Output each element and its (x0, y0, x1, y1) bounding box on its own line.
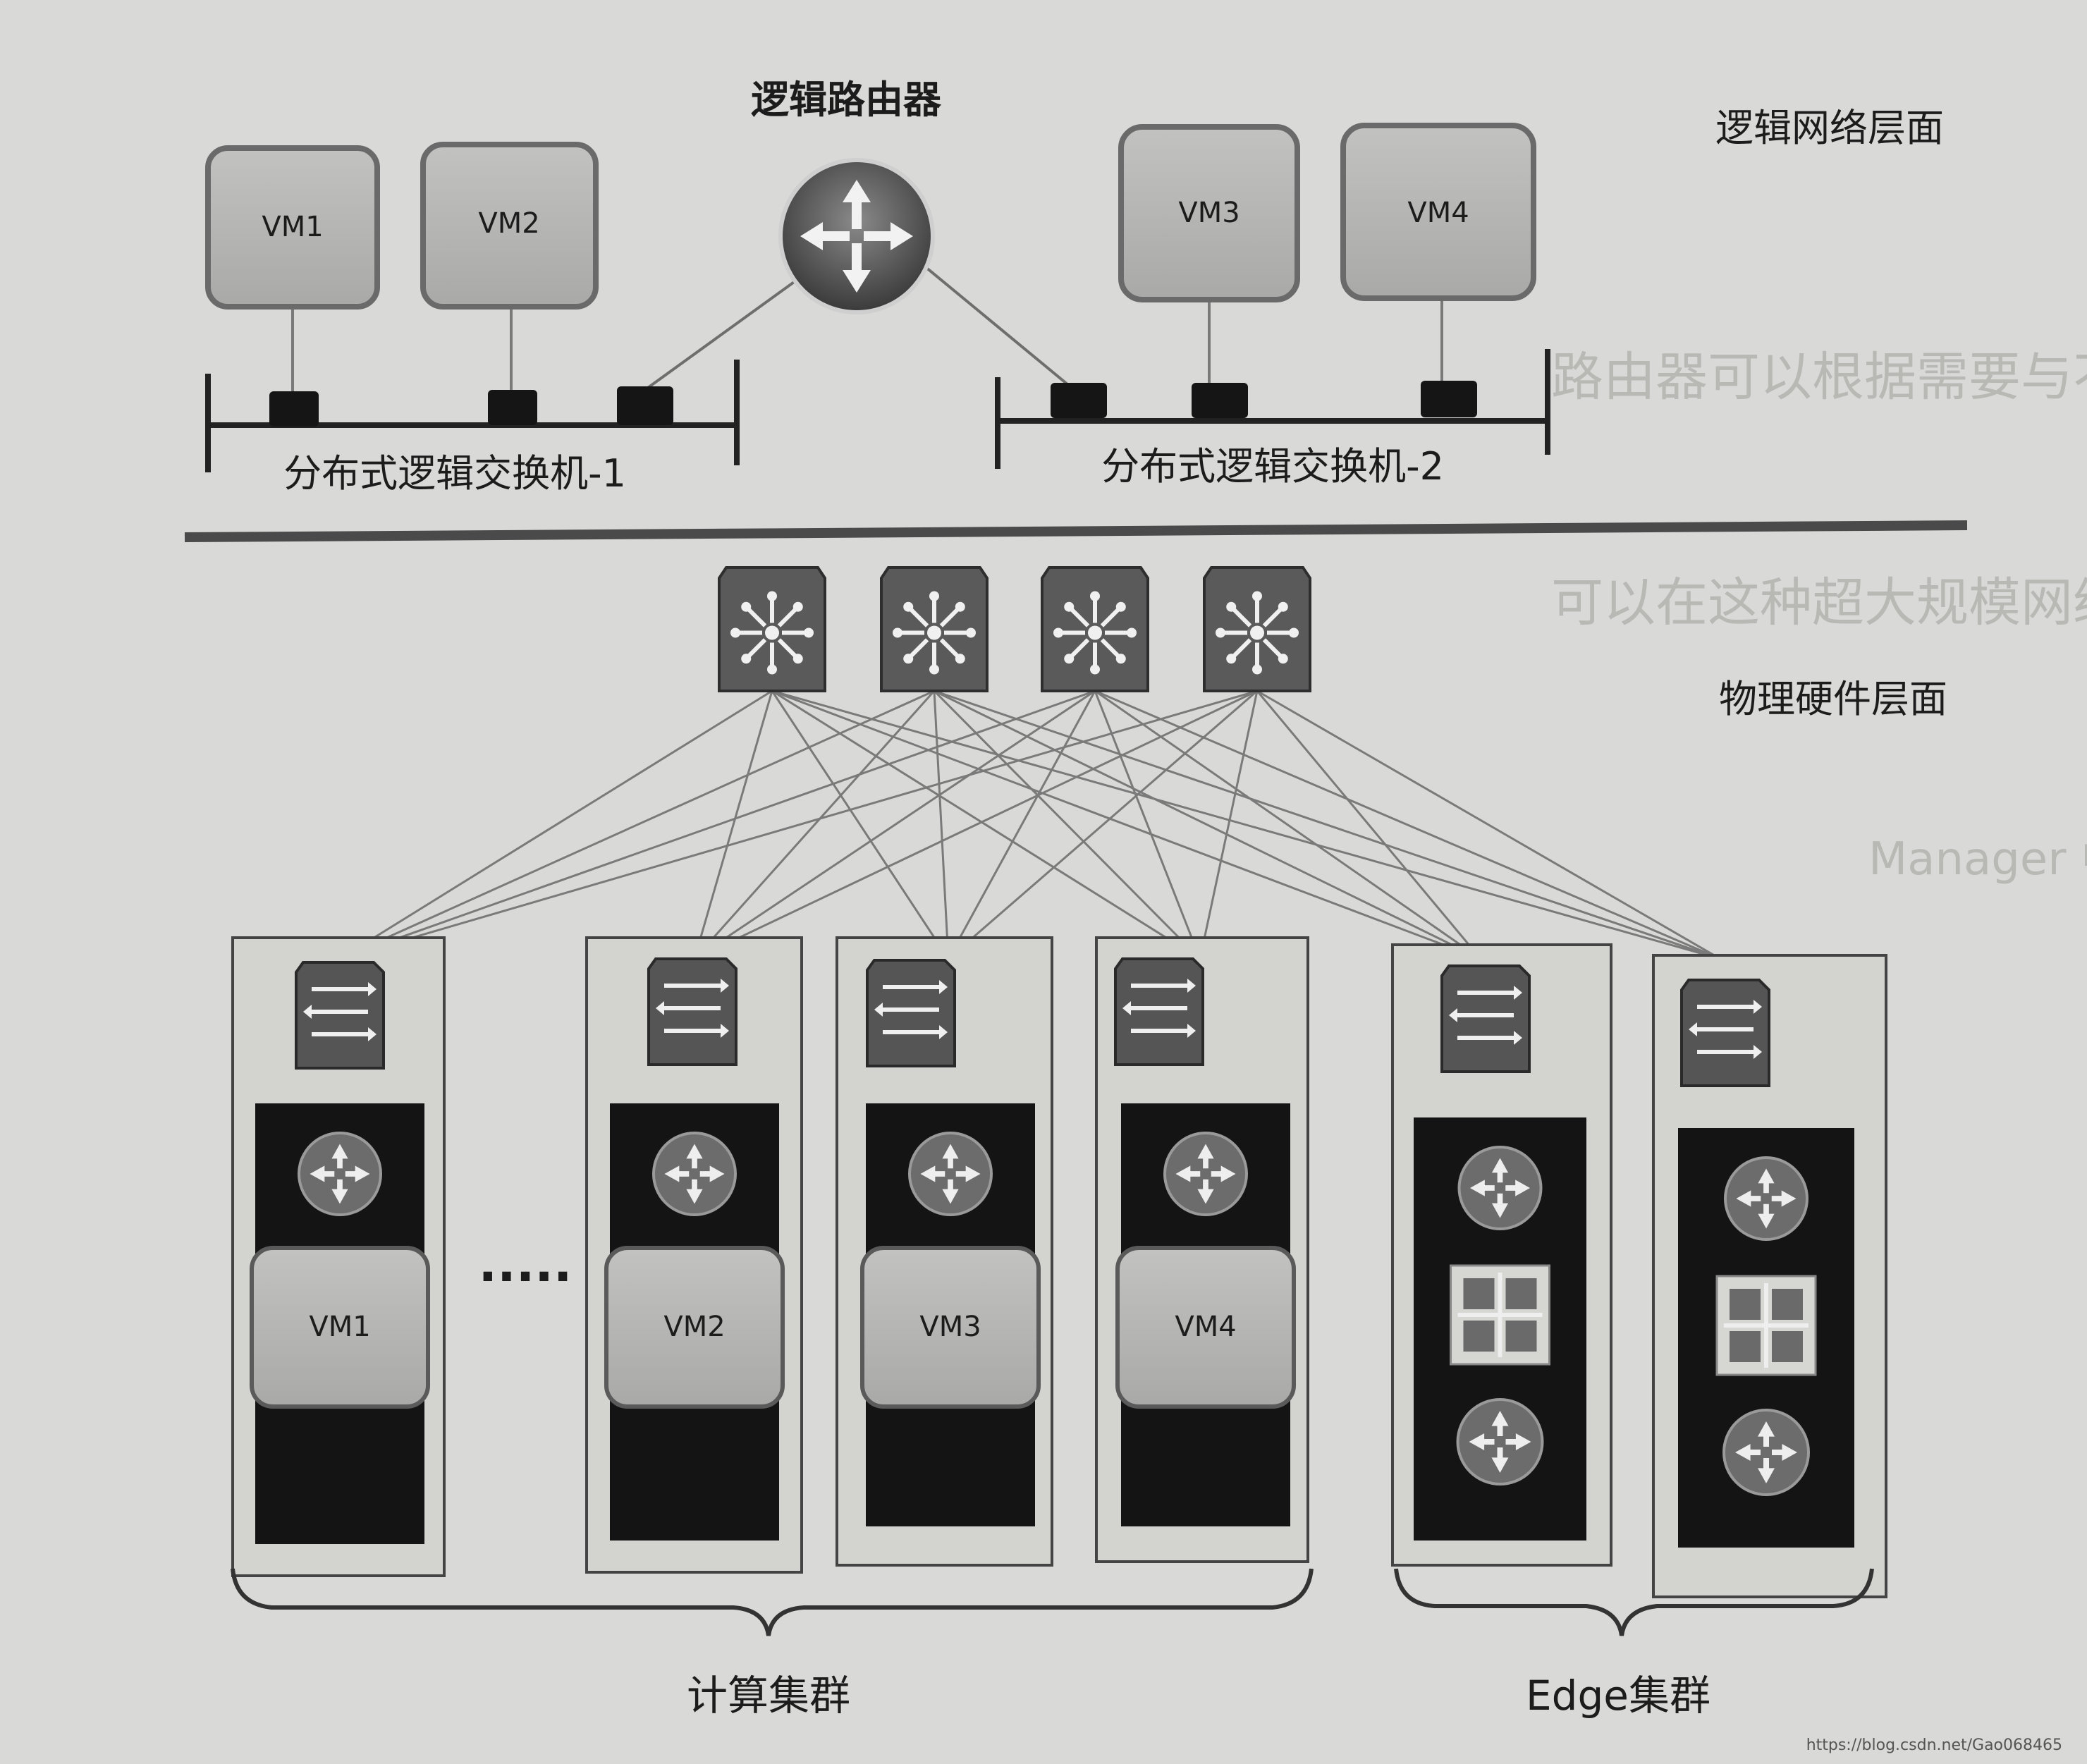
leaf-switch-icon (1680, 979, 1770, 1087)
edge-services-icon (1715, 1275, 1817, 1376)
host-vm-label: VM4 (1175, 1311, 1236, 1343)
logical-router-icon (778, 158, 935, 314)
vm-stems (291, 296, 1443, 395)
host-vm-box: VM4 (1115, 1246, 1296, 1409)
compute-cluster-label: 计算集群 (687, 1672, 850, 1720)
vm-box: VM2 (420, 142, 599, 310)
router-link (908, 252, 1073, 389)
router-label: 逻辑路由器 (751, 78, 942, 122)
host-racks: VM1 VM2 VM3 VM4 (231, 936, 1887, 1598)
router-icon (1724, 1156, 1808, 1241)
logical-layer: VM1 VM2 VM3 VM4 逻辑路由器 (205, 78, 1944, 496)
host-rack: VM2 (585, 936, 803, 1574)
router-link (637, 274, 805, 396)
router-icon (1722, 1409, 1810, 1496)
spine-switch-icon (1041, 566, 1149, 692)
spine-switch-icon (1203, 566, 1311, 692)
spine-switch-icon (718, 566, 826, 692)
switch-port (1051, 381, 1477, 418)
watermark: https://blog.csdn.net/Gao068465 (1806, 1737, 2062, 1754)
router-icon (908, 1132, 993, 1216)
vm-label: VM3 (1178, 197, 1240, 229)
host-vm-box: VM2 (604, 1246, 785, 1409)
host-vm-label: VM2 (663, 1311, 725, 1343)
fabric-links (339, 690, 1721, 960)
host-rack (1391, 943, 1612, 1567)
leaf-switch-icon (647, 957, 738, 1066)
vm-box: VM1 (205, 145, 380, 310)
host-rack (1652, 954, 1887, 1598)
physical-layer: 物理硬件层面 VM1 VM2 VM3 VM4 ····· 计算集群 Edge集群 (231, 566, 1947, 1720)
edge-services-icon (1450, 1264, 1550, 1366)
logical-switch-2-bus (995, 349, 1550, 469)
switch-port (269, 386, 673, 427)
leaf-switch-icon (295, 961, 385, 1070)
host-rack: VM4 (1095, 936, 1309, 1563)
router-icon (1163, 1132, 1248, 1216)
host-rack: VM3 (836, 936, 1053, 1567)
background-text-line: 路由器可以根据需要与不同独立的设备 (1551, 347, 2087, 408)
logical-layer-label: 逻辑网络层面 (1715, 106, 1944, 150)
spine-switch-icon (880, 566, 989, 692)
router-icon (1457, 1146, 1543, 1230)
host-vm-box: VM3 (860, 1246, 1041, 1409)
physical-layer-label: 物理硬件层面 (1719, 677, 1947, 721)
background-text-line: Manager 中可以 (1868, 833, 2087, 886)
router-icon (298, 1132, 382, 1216)
leaf-switch-icon (1114, 957, 1204, 1066)
leaf-switch-icon (1440, 964, 1531, 1073)
host-rack: VM1 (231, 936, 446, 1577)
ellipsis: ····· (479, 1248, 573, 1306)
edge-cluster-label: Edge集群 (1526, 1672, 1710, 1720)
vm-box: VM4 (1340, 123, 1536, 301)
layer-divider (184, 520, 1968, 542)
vm-label: VM4 (1407, 197, 1469, 229)
vm-box: VM3 (1118, 124, 1300, 302)
cluster-braces (231, 1568, 1874, 1636)
leaf-switch-icon (866, 959, 956, 1067)
vm-label: VM2 (478, 207, 539, 240)
background-text-line: 可以在这种超大规模网络中独立的逻辑网络 (1551, 572, 2087, 633)
compute-cluster-brace (231, 1568, 1314, 1636)
router-icon (652, 1132, 737, 1216)
logical-switch-label: 分布式逻辑交换机-2 (1101, 444, 1444, 489)
background-text: 路由器可以根据需要与不同独立的设备 可以在这种超大规模网络中独立的逻辑网络 Ma… (1551, 347, 2087, 886)
logical-switch-label: 分布式逻辑交换机-1 (283, 451, 626, 496)
host-vm-label: VM1 (309, 1311, 370, 1343)
router-icon (1456, 1398, 1544, 1486)
vm-label: VM1 (262, 211, 323, 243)
host-vm-label: VM3 (919, 1311, 981, 1343)
host-vm-box: VM1 (250, 1246, 430, 1409)
edge-cluster-brace (1394, 1568, 1874, 1636)
spine-switches (718, 566, 1311, 692)
